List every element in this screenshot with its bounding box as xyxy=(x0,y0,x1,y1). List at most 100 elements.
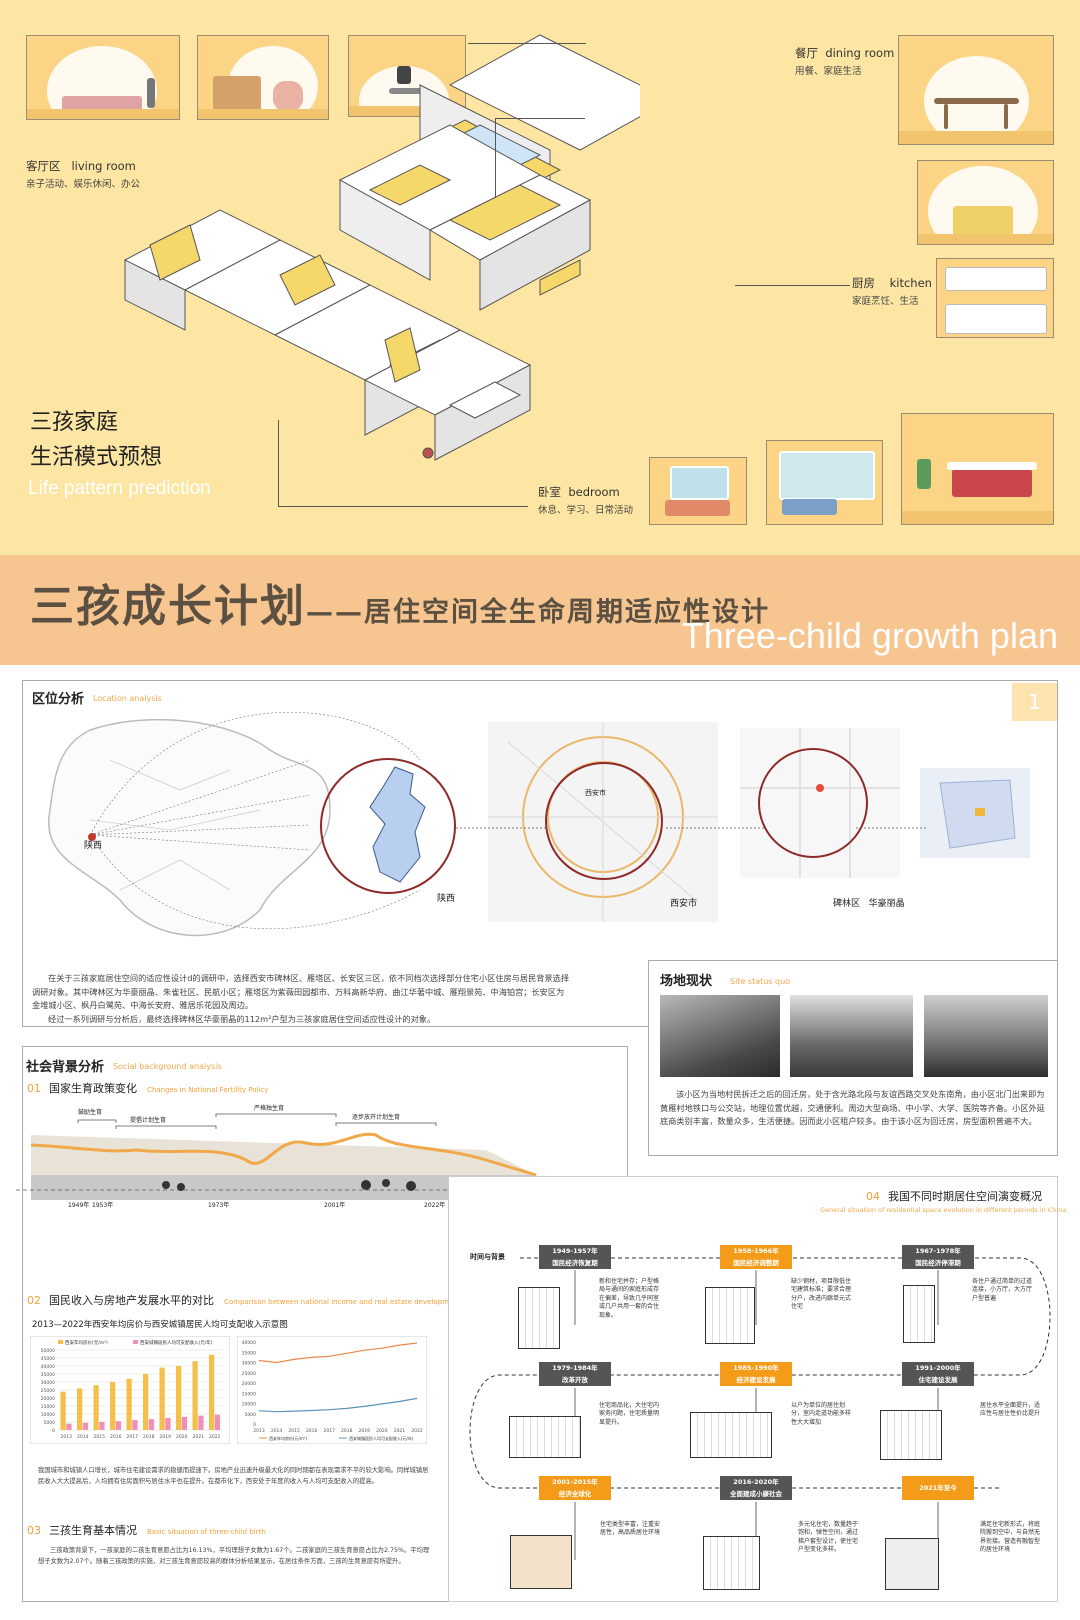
district-circle xyxy=(758,748,868,858)
dining-room-illustration xyxy=(898,35,1054,145)
floor-plan-1949 xyxy=(518,1287,560,1349)
floor-plan-2001 xyxy=(510,1535,572,1589)
city-circle xyxy=(545,762,663,880)
bar xyxy=(76,1388,83,1430)
line-chart-frame xyxy=(237,1336,427,1444)
era-1979: 1979-1984年 改革开放 xyxy=(539,1362,611,1386)
site-title-en: Site status quo xyxy=(730,977,791,986)
bar xyxy=(181,1416,188,1430)
line-ytick: 10000 xyxy=(242,1402,256,1408)
bar xyxy=(99,1422,105,1430)
time-label: 时间与背景 xyxy=(470,1253,505,1261)
policy-label-2: 提倡计划生育 xyxy=(130,1117,167,1124)
site-title: 场地现状 xyxy=(660,974,713,989)
line-ytick: 15000 xyxy=(242,1391,256,1397)
era-desc-1958: 缺少钢材，项目限低住宅建筑标准；要求合理分户，改进内廊单元式住宅 xyxy=(791,1278,852,1311)
map-label-xian-center: 西安市 xyxy=(585,789,606,797)
line-ytick: 35000 xyxy=(242,1350,256,1356)
era-1991: 1991-2000年 住宅建设发展 xyxy=(902,1362,974,1386)
dining-room-illustration-2 xyxy=(917,160,1054,245)
floor-plan-1967 xyxy=(903,1285,935,1343)
location-title: 区位分析 xyxy=(32,692,85,707)
bar xyxy=(93,1385,99,1430)
era-1958: 1958-1966年 国民经济调整期 xyxy=(720,1245,792,1269)
evolution-path xyxy=(469,1257,1051,1560)
bar xyxy=(208,1354,215,1430)
bar-xtick: 2022 xyxy=(209,1434,221,1440)
era-desc-2021: 满足住宅新形式，将庭院搬到空中，与自然无界衔接。营造有融智型的居住环境 xyxy=(980,1521,1041,1554)
era-desc-1967: 各住户通过简单的过道连接，小方厅，大方厅户型普遍 xyxy=(972,1278,1033,1302)
three-child-paragraph: 三孩政策背景下，一孩家庭的二孩生育意愿占比为16.13%，平均理想子女数为1.6… xyxy=(38,1547,430,1565)
policy-label-3: 严格独生育 xyxy=(254,1105,285,1112)
leader-line xyxy=(495,118,585,119)
bar xyxy=(132,1420,138,1430)
floor-plan-1991 xyxy=(880,1410,942,1460)
line-series xyxy=(258,1342,418,1364)
chart-caption: 2013—2022年西安年均房价与西安城镇居民人均可支配收入示意图 xyxy=(32,1320,288,1330)
poster-title-en: Three-child growth plan xyxy=(681,615,1058,656)
era-desc-1949: 新和住宅并存；户型格局与通间的家庭形成存在偏差，导致几乎同室或几户共用一套的合住… xyxy=(599,1278,660,1319)
line-ytick: 30000 xyxy=(242,1361,256,1367)
bar-xtick: 2015 xyxy=(94,1434,106,1440)
floor-plan-1985 xyxy=(690,1412,772,1458)
bedroom-illustration-2 xyxy=(766,440,883,525)
bar-xtick: 2013 xyxy=(61,1434,73,1440)
bar xyxy=(148,1419,155,1430)
living-room-illustration-2 xyxy=(197,35,329,120)
line-ytick: 40000 xyxy=(242,1340,256,1346)
bar xyxy=(60,1391,66,1430)
bar-xtick: 2021 xyxy=(193,1434,205,1440)
page-number: 1 xyxy=(1012,683,1057,721)
bar-ytick: 35000 xyxy=(41,1372,55,1378)
line-xtick: 2017 xyxy=(323,1428,335,1434)
shaanxi-province-map xyxy=(369,766,426,883)
social-title-en: Social background analysis xyxy=(113,1062,222,1071)
legend-label: 西安年均房价(元/m²) xyxy=(269,1435,307,1441)
bar-xtick: 2017 xyxy=(127,1434,139,1440)
evolution-title-en: General situation of residential space e… xyxy=(820,1206,1067,1214)
bar xyxy=(142,1374,149,1430)
bar-ytick: 0 xyxy=(52,1428,55,1434)
leader-line xyxy=(468,43,586,44)
line-xtick: 2022 xyxy=(411,1428,423,1434)
policy-label-1: 鼓励生育 xyxy=(78,1109,103,1116)
leader-line xyxy=(278,506,528,507)
site-photo-1 xyxy=(660,995,780,1077)
leader-line xyxy=(278,420,279,507)
floor-plan-1958 xyxy=(705,1287,755,1344)
year-1949: 1949年 xyxy=(68,1202,90,1209)
floor-plan-2021 xyxy=(885,1538,939,1590)
era-desc-2001: 住宅类型丰富，注重安居性，高品质居住环境 xyxy=(600,1521,661,1537)
line-series xyxy=(258,1397,418,1413)
line-xtick: 2015 xyxy=(288,1428,300,1434)
year-1973: 1973年 xyxy=(208,1202,230,1209)
bar-ytick: 5000 xyxy=(44,1420,56,1426)
bar-xtick: 2016 xyxy=(110,1434,122,1440)
price-income-bar-chart: 5000045000400003500030000250002000015000… xyxy=(30,1336,230,1444)
living-room-illustration-1 xyxy=(26,35,180,120)
dining-room-label: 餐厅 dining room 用餐、家庭生活 xyxy=(795,46,895,77)
era-2016: 2016-2020年 全面建成小康社会 xyxy=(720,1476,792,1500)
legend-label: 西安城镇居民人均可支配收入(元/年) xyxy=(140,1339,213,1346)
price-income-line-chart: 4000035000300002500020000150001000050000… xyxy=(237,1336,427,1444)
era-desc-2016: 多元化住宅，数量趋于饱和，弹性空间，通过梯户套型设计，使住宅户型变化多样。 xyxy=(798,1521,859,1554)
bar xyxy=(109,1382,116,1430)
leader-line xyxy=(495,118,496,198)
bar-ytick: 25000 xyxy=(41,1388,55,1394)
line-xtick: 2021 xyxy=(394,1428,406,1434)
line-xtick: 2014 xyxy=(271,1428,283,1434)
income-paragraph: 我国城市和城镇人口增长，城市住宅建设需求的稳健而提速下。房地产业迅速升级最大化的… xyxy=(38,1467,429,1485)
line-ytick: 25000 xyxy=(242,1371,256,1377)
poster-title: 三孩成长计划——居住空间全生命周期适应性设计 xyxy=(30,581,770,632)
era-desc-1991: 居住水平全面提升，适应性与居住性价比提升 xyxy=(980,1402,1041,1418)
legend-label: 西安年均房价(元/m²) xyxy=(65,1339,108,1346)
map-label-xian: 西安市 xyxy=(670,899,698,909)
era-2001: 2001-2015年 经济全球化 xyxy=(539,1476,611,1500)
bedroom-illustration-3 xyxy=(901,413,1054,525)
line-xtick: 2016 xyxy=(306,1428,318,1434)
title-band xyxy=(0,555,1080,665)
legend-swatch xyxy=(133,1340,138,1344)
bar-ytick: 15000 xyxy=(41,1404,55,1410)
site-plan xyxy=(920,768,1030,858)
